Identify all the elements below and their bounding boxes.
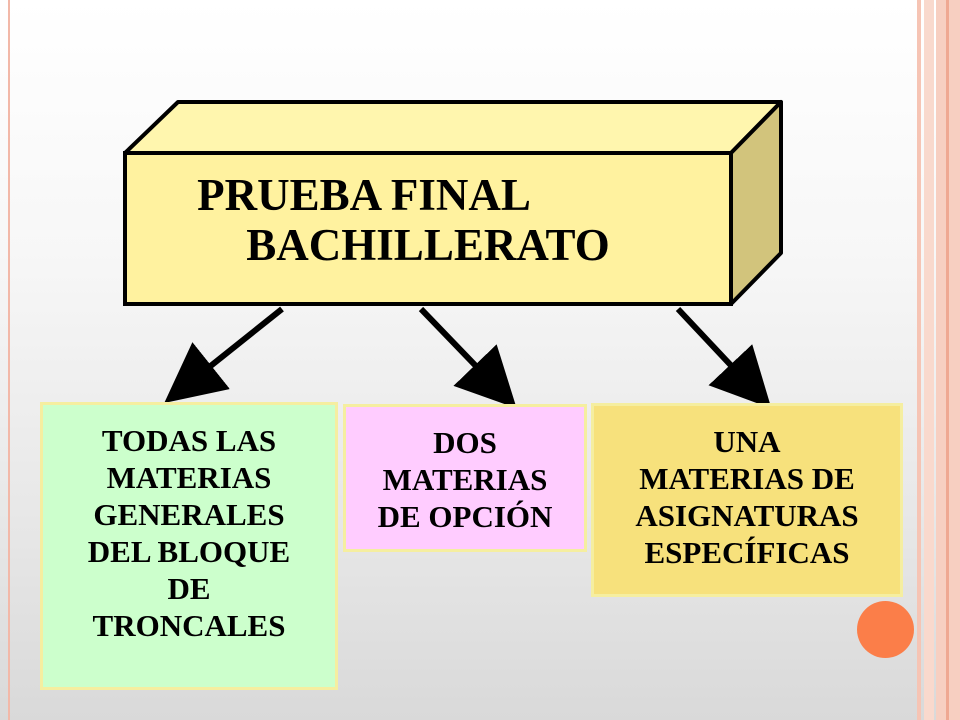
main-title: PRUEBA FINAL BACHILLERATO	[128, 170, 728, 270]
box-especificas: UNA MATERIAS DE ASIGNATURAS ESPECÍFICAS	[591, 403, 903, 597]
box-troncales-text: TODAS LAS MATERIAS GENERALES DEL BLOQUE …	[87, 423, 291, 643]
main-title-line-1: PRUEBA FINAL	[197, 170, 531, 220]
box-troncales: TODAS LAS MATERIAS GENERALES DEL BLOQUE …	[40, 402, 338, 690]
arrow-to-right-box	[675, 306, 772, 409]
right-decorative-band	[946, 0, 949, 720]
main-title-line-2: BACHILLERATO	[246, 220, 610, 270]
left-decorative-rule	[8, 0, 10, 720]
right-decorative-band	[924, 0, 934, 720]
decorative-circle	[857, 601, 914, 658]
arrow-to-middle-box	[418, 306, 517, 409]
block-front-face	[123, 151, 733, 306]
box-especificas-text: UNA MATERIAS DE ASIGNATURAS ESPECÍFICAS	[635, 424, 859, 570]
block-top-face	[123, 100, 783, 155]
box-opcion: DOS MATERIAS DE OPCIÓN	[343, 404, 587, 552]
arrow-to-left-box	[164, 306, 284, 403]
right-decorative-band	[917, 0, 921, 720]
box-opcion-text: DOS MATERIAS DE OPCIÓN	[377, 425, 553, 534]
